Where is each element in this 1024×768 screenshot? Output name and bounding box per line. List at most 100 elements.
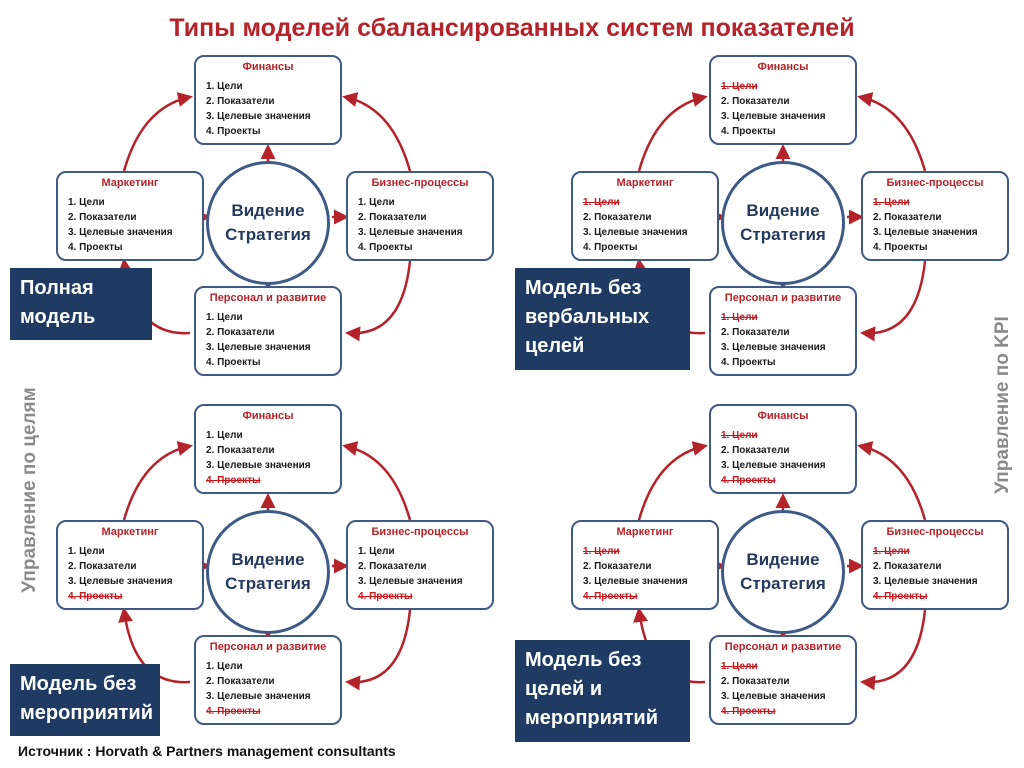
perspective-title: Персонал и развитие [209, 641, 327, 653]
perspective-title: Маркетинг [101, 177, 159, 189]
strategy-label: Стратегия [740, 574, 826, 593]
perspective-items: 1. Цели 2. Показатели 3. Целевые значения 4… [721, 428, 855, 488]
perspective-title: Бизнес-процессы [371, 526, 469, 538]
strategy-label: Стратегия [225, 574, 311, 593]
perspective-item: 1. Цели [68, 546, 105, 557]
perspective-item: 4. Проекты [206, 357, 261, 368]
perspective-title: Персонал и развитие [724, 292, 842, 304]
perspective-item: 3. Целевые значения [68, 227, 173, 238]
perspective-item: 1. Цели [358, 197, 395, 208]
perspective-item: 4. Проекты [206, 126, 261, 137]
arc-marketing-to-finance [122, 92, 193, 172]
model-label: Полная модель [10, 268, 152, 340]
perspective-title: Маркетинг [616, 526, 674, 538]
perspective-item: 2. Показатели [873, 561, 942, 572]
perspective-item: 4. Проекты [358, 242, 413, 253]
perspective-items: 1. Цели 2. Показатели 3. Целевые значения 4… [358, 195, 492, 255]
perspective-title: Маркетинг [101, 526, 159, 538]
perspective-box-business: Бизнес-процессы 1. Цели 2. Показатели 3. Це… [346, 171, 494, 261]
perspective-title: Маркетинг [616, 177, 674, 189]
perspective-item: 2. Показатели [358, 561, 427, 572]
perspective-item: 3. Целевые значения [583, 227, 688, 238]
perspective-item: 3. Целевые значения [721, 691, 826, 702]
perspective-item: 2. Показатели [583, 212, 652, 223]
perspective-item: 2. Показатели [206, 96, 275, 107]
model-label: Модель без целей и мероприятий [515, 640, 690, 742]
model-label: Модель без мероприятий [10, 664, 160, 736]
perspective-title: Бизнес-процессы [371, 177, 469, 189]
perspective-item: 3. Целевые значения [721, 111, 826, 122]
perspective-item: 4. Проекты [206, 475, 261, 486]
perspective-item: 3. Целевые значения [721, 460, 826, 471]
arc-business-to-finance [342, 441, 412, 521]
arc-marketing-to-finance [122, 441, 193, 521]
perspective-item: 1. Цели [721, 81, 758, 92]
arc-business-to-finance [342, 92, 412, 172]
perspective-item: 3. Целевые значения [873, 227, 978, 238]
perspective-item: 1. Цели [583, 197, 620, 208]
arc-business-to-personnel [345, 260, 412, 342]
perspective-item: 3. Целевые значения [721, 342, 826, 353]
perspective-item: 1. Цели [721, 312, 758, 323]
perspective-item: 4. Проекты [68, 591, 123, 602]
arc-business-to-personnel [860, 609, 927, 691]
perspective-item: 3. Целевые значения [358, 227, 463, 238]
vision-label: Видение [746, 201, 820, 220]
perspective-title: Бизнес-процессы [886, 177, 984, 189]
perspective-item: 4. Проекты [721, 357, 776, 368]
perspective-item: 1. Цели [206, 661, 243, 672]
vision-label: Видение [231, 550, 305, 569]
perspective-item: 4. Проекты [358, 591, 413, 602]
perspective-item: 4. Проекты [721, 475, 776, 486]
perspective-box-marketing: Маркетинг 1. Цели 2. Показатели 3. Целевые … [571, 171, 719, 261]
perspective-item: 2. Показатели [68, 561, 137, 572]
arc-business-to-finance [857, 441, 927, 521]
side-label-left: Управление по целям [19, 387, 40, 593]
perspective-item: 2. Показатели [721, 96, 790, 107]
perspective-title: Финансы [242, 410, 294, 422]
perspective-item: 2. Показатели [358, 212, 427, 223]
perspective-item: 2. Показатели [721, 445, 790, 456]
arc-marketing-to-finance [637, 441, 708, 521]
perspective-item: 3. Целевые значения [206, 691, 311, 702]
perspective-title: Персонал и развитие [724, 641, 842, 653]
perspective-item: 1. Цели [358, 546, 395, 557]
perspective-item: 1. Цели [721, 430, 758, 441]
strategy-label: Стратегия [740, 225, 826, 244]
perspective-item: 1. Цели [206, 430, 243, 441]
vision-label: Видение [746, 550, 820, 569]
perspective-item: 3. Целевые значения [873, 576, 978, 587]
perspective-item: 2. Показатели [206, 327, 275, 338]
arc-business-to-personnel [345, 609, 412, 691]
perspective-item: 2. Показатели [206, 445, 275, 456]
page-title: Типы моделей сбалансированных систем пок… [169, 14, 855, 42]
perspective-item: 4. Проекты [873, 242, 928, 253]
perspective-item: 4. Проекты [583, 242, 638, 253]
perspective-title: Бизнес-процессы [886, 526, 984, 538]
side-label-right: Управление по KPI [992, 316, 1013, 494]
